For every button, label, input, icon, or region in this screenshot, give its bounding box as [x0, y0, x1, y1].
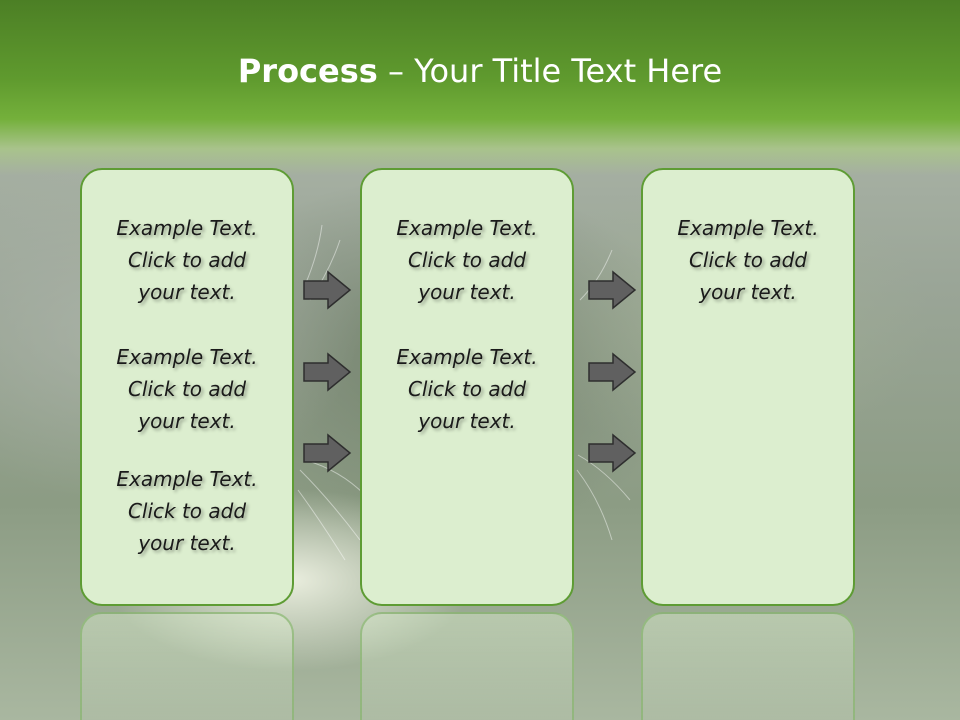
text-line: your text. [138, 280, 236, 304]
text-line: Example Text. [396, 216, 538, 240]
panel-reflection [80, 612, 294, 720]
text-placeholder[interactable]: Example Text. Click to add your text. [362, 341, 572, 437]
right-arrow-icon[interactable] [587, 433, 637, 473]
text-line: Click to add [127, 499, 247, 523]
text-line: Click to add [688, 248, 808, 272]
right-arrow-icon[interactable] [587, 352, 637, 392]
text-line: Example Text. [116, 345, 258, 369]
title-bold: Process [237, 52, 378, 90]
slide-title[interactable]: Process – Your Title Text Here [0, 52, 960, 90]
right-arrow-icon[interactable] [302, 433, 352, 473]
process-panel-2: Example Text. Click to add your text. Ex… [360, 168, 574, 606]
right-arrow-icon[interactable] [302, 352, 352, 392]
header-band [0, 0, 960, 175]
text-line: your text. [699, 280, 797, 304]
text-placeholder[interactable]: Example Text. Click to add your text. [82, 463, 292, 559]
text-line: Click to add [127, 248, 247, 272]
text-line: your text. [418, 280, 516, 304]
panel-reflection [360, 612, 574, 720]
text-placeholder[interactable]: Example Text. Click to add your text. [82, 212, 292, 308]
process-panel-3: Example Text. Click to add your text. [641, 168, 855, 606]
text-placeholder[interactable]: Example Text. Click to add your text. [643, 212, 853, 308]
process-panel-1: Example Text. Click to add your text. Ex… [80, 168, 294, 606]
text-line: Example Text. [677, 216, 819, 240]
text-line: your text. [138, 531, 236, 555]
text-placeholder[interactable]: Example Text. Click to add your text. [82, 341, 292, 437]
panel-reflection [641, 612, 855, 720]
text-line: your text. [138, 409, 236, 433]
title-rest: – Your Title Text Here [377, 52, 723, 90]
text-line: Click to add [407, 377, 527, 401]
text-line: Example Text. [116, 216, 258, 240]
text-line: Example Text. [396, 345, 538, 369]
right-arrow-icon[interactable] [302, 270, 352, 310]
text-line: Example Text. [116, 467, 258, 491]
text-line: Click to add [127, 377, 247, 401]
right-arrow-icon[interactable] [587, 270, 637, 310]
text-line: your text. [418, 409, 516, 433]
text-placeholder[interactable]: Example Text. Click to add your text. [362, 212, 572, 308]
text-line: Click to add [407, 248, 527, 272]
